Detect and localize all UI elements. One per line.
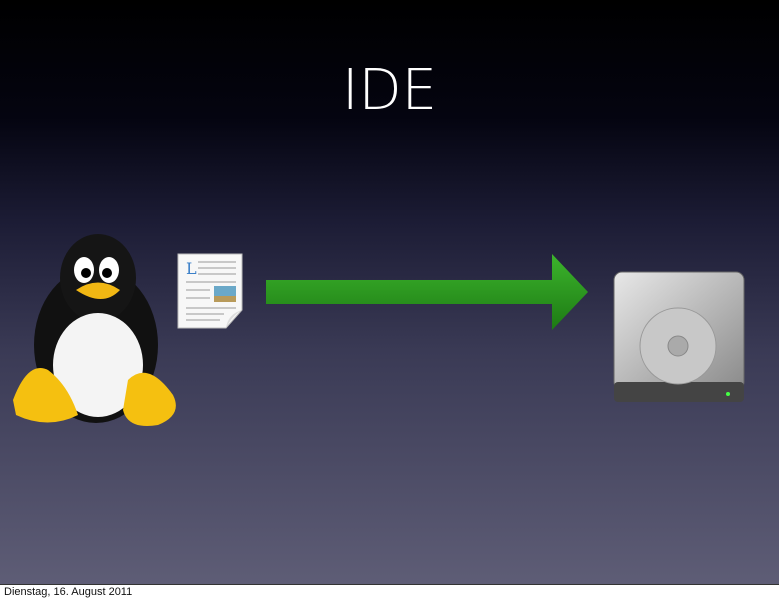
footer-date: Dienstag, 16. August 2011 xyxy=(4,586,133,598)
text-document-icon: L xyxy=(177,253,243,329)
tux-penguin-icon xyxy=(13,234,176,426)
slide: IDE L xyxy=(0,0,779,585)
slide-title: IDE xyxy=(341,58,438,123)
svg-text:L: L xyxy=(186,259,197,278)
arrow-right-icon xyxy=(266,254,588,330)
hard-drive-icon xyxy=(613,271,745,402)
